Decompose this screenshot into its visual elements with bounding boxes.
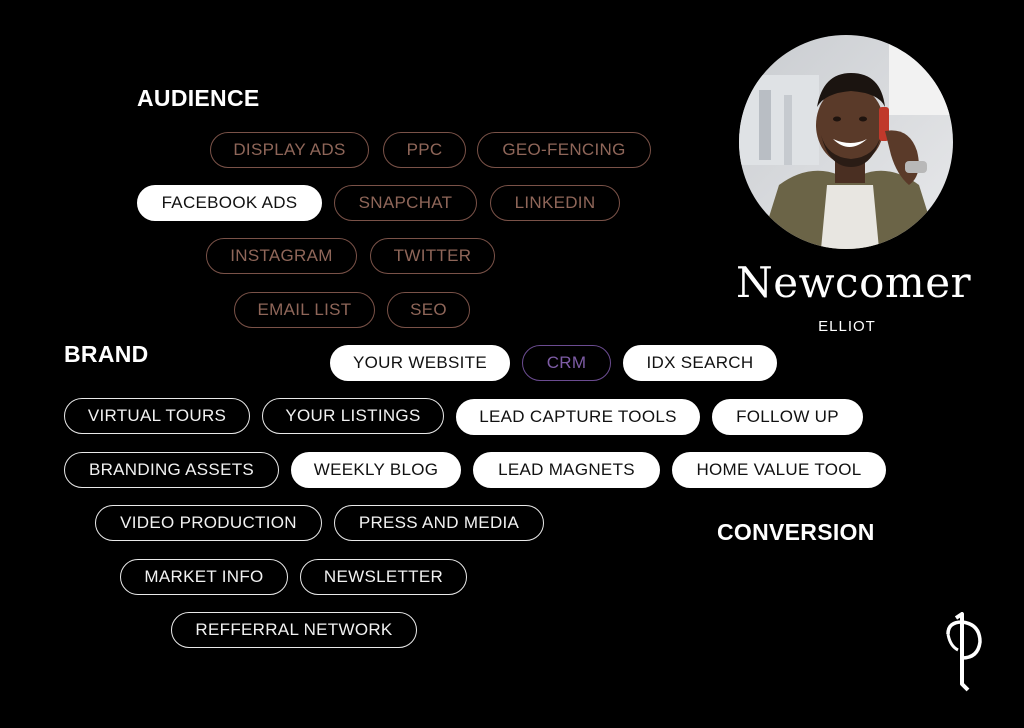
- pill-lead-capture-tools[interactable]: LEAD CAPTURE TOOLS: [456, 399, 700, 435]
- pill-ppc[interactable]: PPC: [383, 132, 466, 168]
- pill-market-info[interactable]: MARKET INFO: [120, 559, 288, 595]
- pill-idx-search[interactable]: IDX SEARCH: [623, 345, 777, 381]
- pill-geo-fencing[interactable]: GEO-FENCING: [477, 132, 651, 168]
- profile-subtitle: ELLIOT: [818, 318, 876, 335]
- pill-crm[interactable]: CRM: [522, 345, 611, 381]
- pill-press-and-media[interactable]: PRESS AND MEDIA: [334, 505, 544, 541]
- pill-video-production[interactable]: VIDEO PRODUCTION: [95, 505, 322, 541]
- pill-virtual-tours[interactable]: VIRTUAL TOURS: [64, 398, 250, 434]
- brand-monogram-icon: [938, 612, 988, 694]
- audience-heading: AUDIENCE: [137, 85, 260, 111]
- pill-email-list[interactable]: EMAIL LIST: [234, 292, 375, 328]
- pill-display-ads[interactable]: DISPLAY ADS: [210, 132, 369, 168]
- pill-snapchat[interactable]: SNAPCHAT: [334, 185, 477, 221]
- pill-refferral-network[interactable]: REFFERRAL NETWORK: [171, 612, 417, 648]
- pill-your-listings[interactable]: YOUR LISTINGS: [262, 398, 444, 434]
- pill-seo[interactable]: SEO: [387, 292, 470, 328]
- profile-name: Newcomer: [736, 258, 972, 307]
- pill-your-website[interactable]: YOUR WEBSITE: [330, 345, 510, 381]
- pill-weekly-blog[interactable]: WEEKLY BLOG: [291, 452, 461, 488]
- profile-photo: [739, 35, 953, 249]
- brand-heading: BRAND: [64, 341, 149, 367]
- conversion-heading: CONVERSION: [717, 519, 875, 545]
- pill-twitter[interactable]: TWITTER: [370, 238, 495, 274]
- pill-branding-assets[interactable]: BRANDING ASSETS: [64, 452, 279, 488]
- pill-instagram[interactable]: INSTAGRAM: [206, 238, 357, 274]
- pill-facebook-ads[interactable]: FACEBOOK ADS: [137, 185, 322, 221]
- pill-newsletter[interactable]: NEWSLETTER: [300, 559, 467, 595]
- person-on-phone-photo: [739, 35, 953, 249]
- pill-follow-up[interactable]: FOLLOW UP: [712, 399, 863, 435]
- pill-lead-magnets[interactable]: LEAD MAGNETS: [473, 452, 660, 488]
- pill-home-value-tool[interactable]: HOME VALUE TOOL: [672, 452, 886, 488]
- pill-linkedin[interactable]: LINKEDIN: [490, 185, 620, 221]
